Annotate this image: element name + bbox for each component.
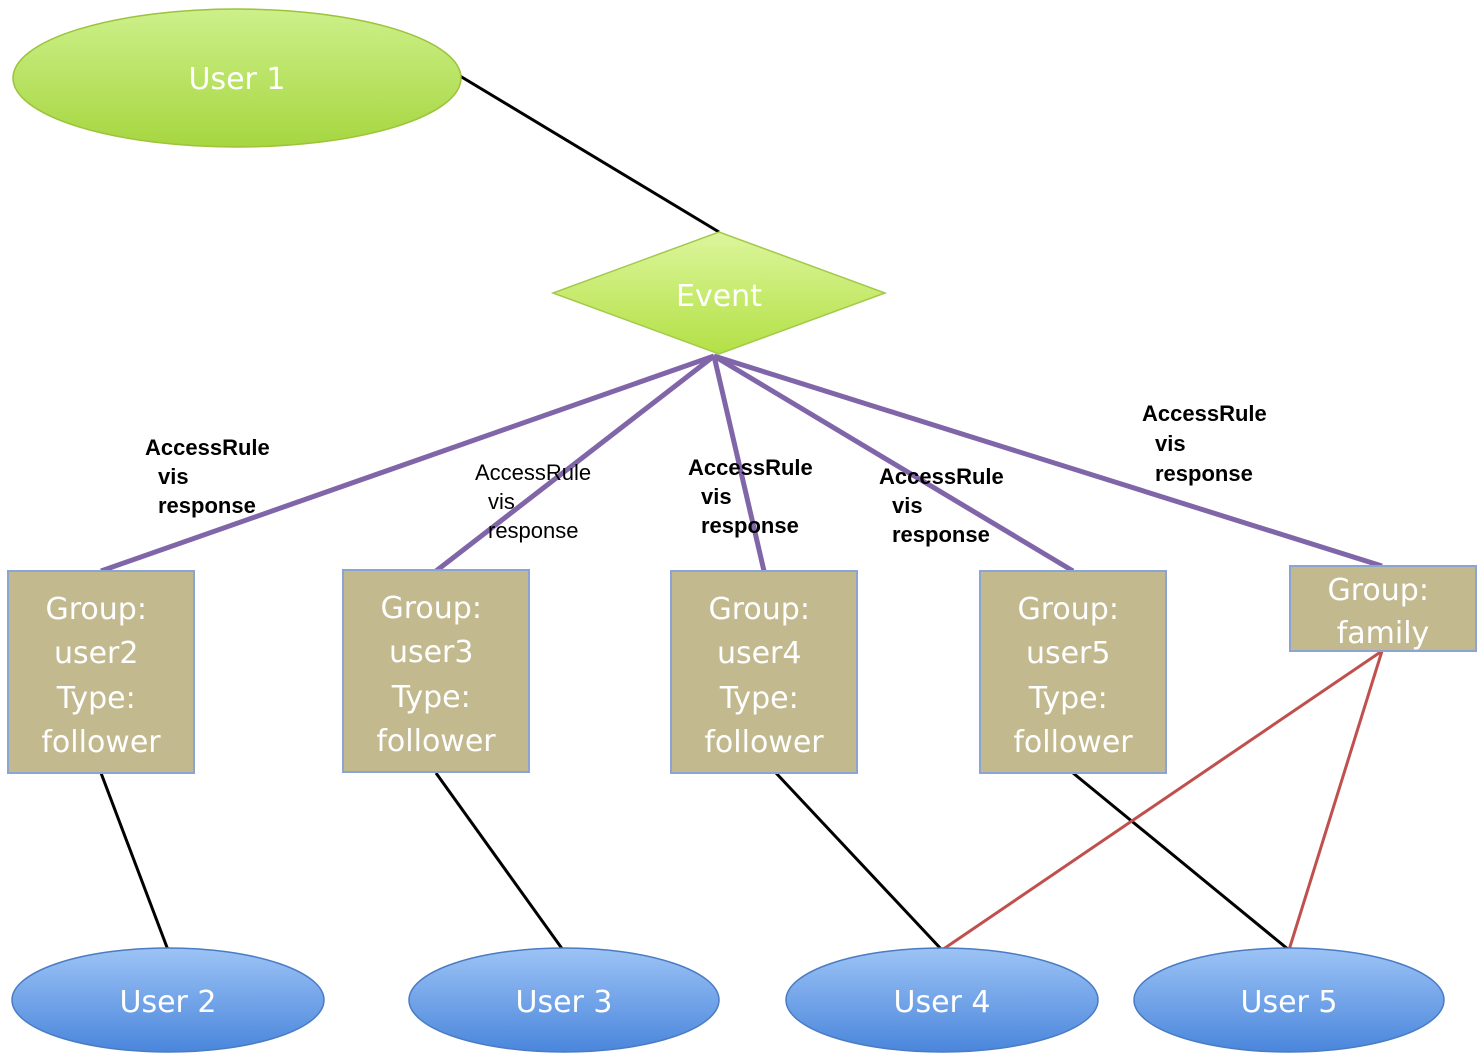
connectors bbox=[99, 74, 1384, 952]
family-edge-user5 bbox=[1287, 650, 1384, 951]
access-edge-user5 bbox=[712, 353, 1075, 574]
event-node[interactable]: Event bbox=[550, 231, 888, 355]
group-box-user4[interactable]: Group: user4 Type: follower bbox=[670, 570, 858, 774]
user1-event-edge bbox=[459, 74, 720, 234]
group-box-user3[interactable]: Group: user3 Type: follower bbox=[342, 569, 530, 773]
access-edge-user4 bbox=[711, 355, 767, 572]
user3-node[interactable]: User 3 bbox=[408, 947, 720, 1053]
user2-label: User 2 bbox=[119, 985, 216, 1020]
group-label-user2: Group: user2 Type: follower bbox=[41, 592, 161, 760]
group-label-family: Group: family bbox=[1328, 573, 1439, 651]
access-rule-label-user4: AccessRule vis response bbox=[688, 455, 819, 538]
user4-label: User 4 bbox=[893, 985, 990, 1020]
group-label-user3: Group: user3 Type: follower bbox=[376, 591, 496, 759]
group-box-user2[interactable]: Group: user2 Type: follower bbox=[7, 570, 195, 774]
member-edge-user5 bbox=[1072, 771, 1290, 952]
member-edge-user4 bbox=[774, 771, 944, 952]
user1-label: User 1 bbox=[188, 62, 285, 97]
user5-label: User 5 bbox=[1240, 985, 1337, 1020]
member-edge-user2 bbox=[99, 772, 170, 951]
user4-node[interactable]: User 4 bbox=[785, 947, 1099, 1053]
access-edge-family bbox=[713, 353, 1383, 569]
event-label: Event bbox=[676, 279, 762, 314]
group-label-user5: Group: user5 Type: follower bbox=[1013, 592, 1133, 760]
access-rule-label-family: AccessRule vis response bbox=[1142, 401, 1273, 486]
user5-node[interactable]: User 5 bbox=[1133, 947, 1445, 1053]
access-rule-label-user3: AccessRule vis response bbox=[475, 460, 597, 543]
access-rule-label-user2: AccessRule vis response bbox=[145, 435, 276, 518]
access-rule-label-user5: AccessRule vis response bbox=[879, 464, 1010, 547]
access-edge-user2 bbox=[100, 353, 715, 574]
user3-label: User 3 bbox=[515, 985, 612, 1020]
group-label-user4: Group: user4 Type: follower bbox=[704, 592, 824, 760]
member-edge-user3 bbox=[434, 772, 565, 951]
user2-node[interactable]: User 2 bbox=[11, 947, 325, 1053]
group-box-user5[interactable]: Group: user5 Type: follower bbox=[979, 570, 1167, 774]
user1-node[interactable]: User 1 bbox=[12, 8, 462, 148]
family-edge-user4 bbox=[941, 649, 1383, 952]
group-box-family[interactable]: Group: family bbox=[1289, 565, 1477, 652]
access-edge-user3 bbox=[434, 354, 716, 573]
